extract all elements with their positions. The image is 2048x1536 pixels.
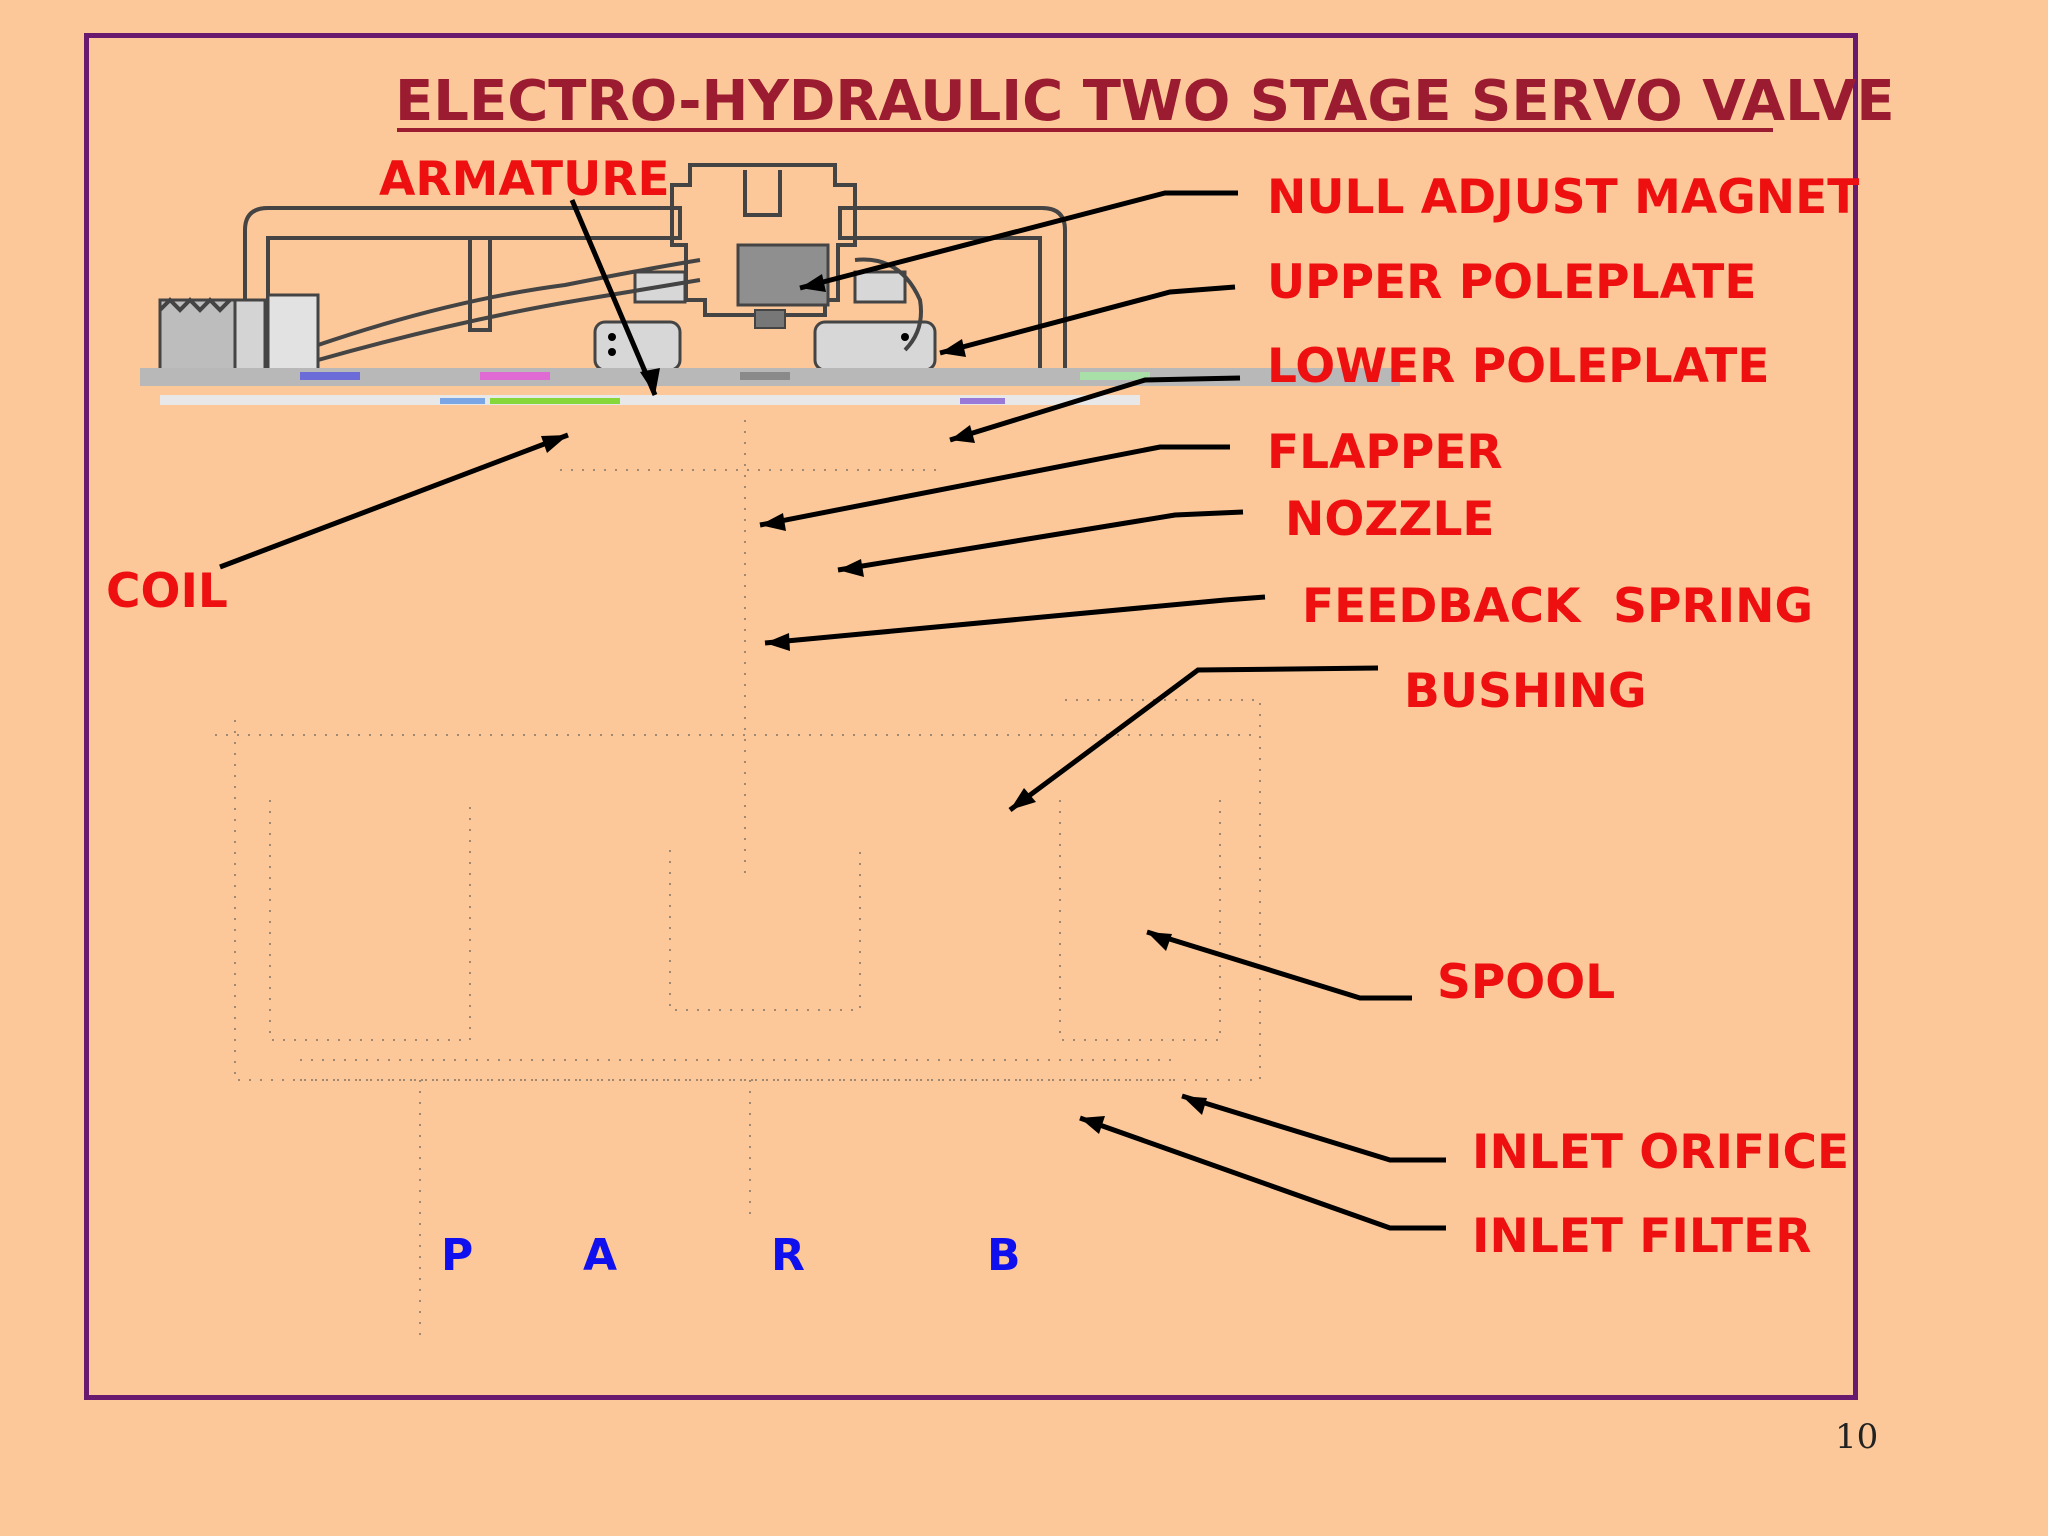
wire-terminal-2 [608,348,616,356]
null-adjust-magnet [736,243,830,307]
arrowhead-bushing [1010,788,1036,810]
label-null-adjust-magnet: NULL ADJUST MAGNET [1267,170,1859,225]
coil-wire-3 [854,257,923,352]
poleplate-strip-accent-1 [300,372,360,380]
label-nozzle: NOZZLE [1285,492,1495,547]
spool-section-drawing [215,420,1261,1340]
spool-land-3 [1059,800,1221,1041]
lower-strip-accent-green [490,398,620,404]
label-upper-poleplate: UPPER POLEPLATE [1267,255,1756,310]
port-label-b: B [987,1230,1021,1281]
leader-nozzle [837,509,1244,573]
coil-top-right [853,270,907,304]
leader-null-adjust-magnet [799,190,1238,291]
spool-land-1 [269,800,471,1041]
label-lower-poleplate: LOWER POLEPLATE [1267,339,1769,394]
spool-body-outline [234,699,1261,1081]
leader-inlet-orifice [1181,1093,1446,1163]
housing-outline-right [838,206,1067,377]
coil-left [593,320,682,372]
poleplate-strip-accent-2 [480,372,550,380]
connector-body [158,298,237,377]
leader-spool [1146,929,1412,1001]
leader-flapper [759,444,1230,528]
leader-lower-poleplate [949,375,1241,443]
label-bushing: BUSHING [1404,664,1647,719]
wire-terminal-3 [901,333,909,341]
magnet-screw [743,170,782,217]
arrowhead-nozzle [838,559,864,577]
label-spool: SPOOL [1437,955,1615,1010]
arrowhead-lower-poleplate [950,425,975,443]
arrowhead-coil [541,435,568,453]
arrowhead-upper-poleplate [940,339,966,357]
leader-lines [219,190,1446,1231]
arrowhead-inlet-filter [1080,1116,1105,1134]
label-armature: ARMATURE [379,152,670,207]
leader-coil [219,432,569,570]
label-flapper: FLAPPER [1267,425,1503,480]
leader-bushing [1008,665,1379,813]
leader-feedback-spring [764,594,1266,646]
housing-outline [243,206,682,377]
port-label-p: P [441,1230,473,1281]
label-inlet-orifice: INLET ORIFICE [1472,1125,1849,1180]
arrowheads [541,274,1207,1134]
wire-terminal-1 [608,333,616,341]
arrowhead-inlet-orifice [1182,1096,1207,1115]
arrowhead-null-adjust-magnet [800,274,826,292]
lower-strip-accent-blue [440,398,485,404]
armature-pivot [754,309,786,329]
spool-land-2 [669,850,861,1011]
torque-motor-drawing [140,163,1400,405]
connector-threads [158,297,232,313]
lower-strip [160,395,1140,405]
arrowhead-flapper [760,513,786,531]
port-label-a: A [583,1230,617,1281]
port-label-r: R [771,1230,805,1281]
coil-block-left [266,293,320,377]
page-number: 10 [1835,1417,1878,1457]
leader-upper-poleplate [939,284,1236,356]
arrowhead-armature [640,368,660,395]
label-coil: COIL [106,564,228,619]
connector-plate [233,298,267,377]
slide-title: ELECTRO-HYDRAULIC TWO STAGE SERVO VALVE [395,69,1895,134]
label-inlet-filter: INLET FILTER [1472,1209,1811,1264]
coil-wire-1 [317,258,701,347]
label-feedback-spring: FEEDBACK SPRING [1302,579,1813,634]
poleplate-strip-accent-4 [1080,372,1150,380]
arrowhead-feedback-spring [765,633,790,651]
leader-inlet-filter [1079,1115,1446,1231]
lower-strip-accent-violet [960,398,1005,404]
housing-inner-arm [468,236,492,332]
coil-wire-2 [317,278,701,362]
leader-armature [569,199,658,396]
slide-frame [84,33,1858,1400]
arrowhead-spool [1147,932,1172,951]
poleplate-strip-accent-3 [740,372,790,380]
